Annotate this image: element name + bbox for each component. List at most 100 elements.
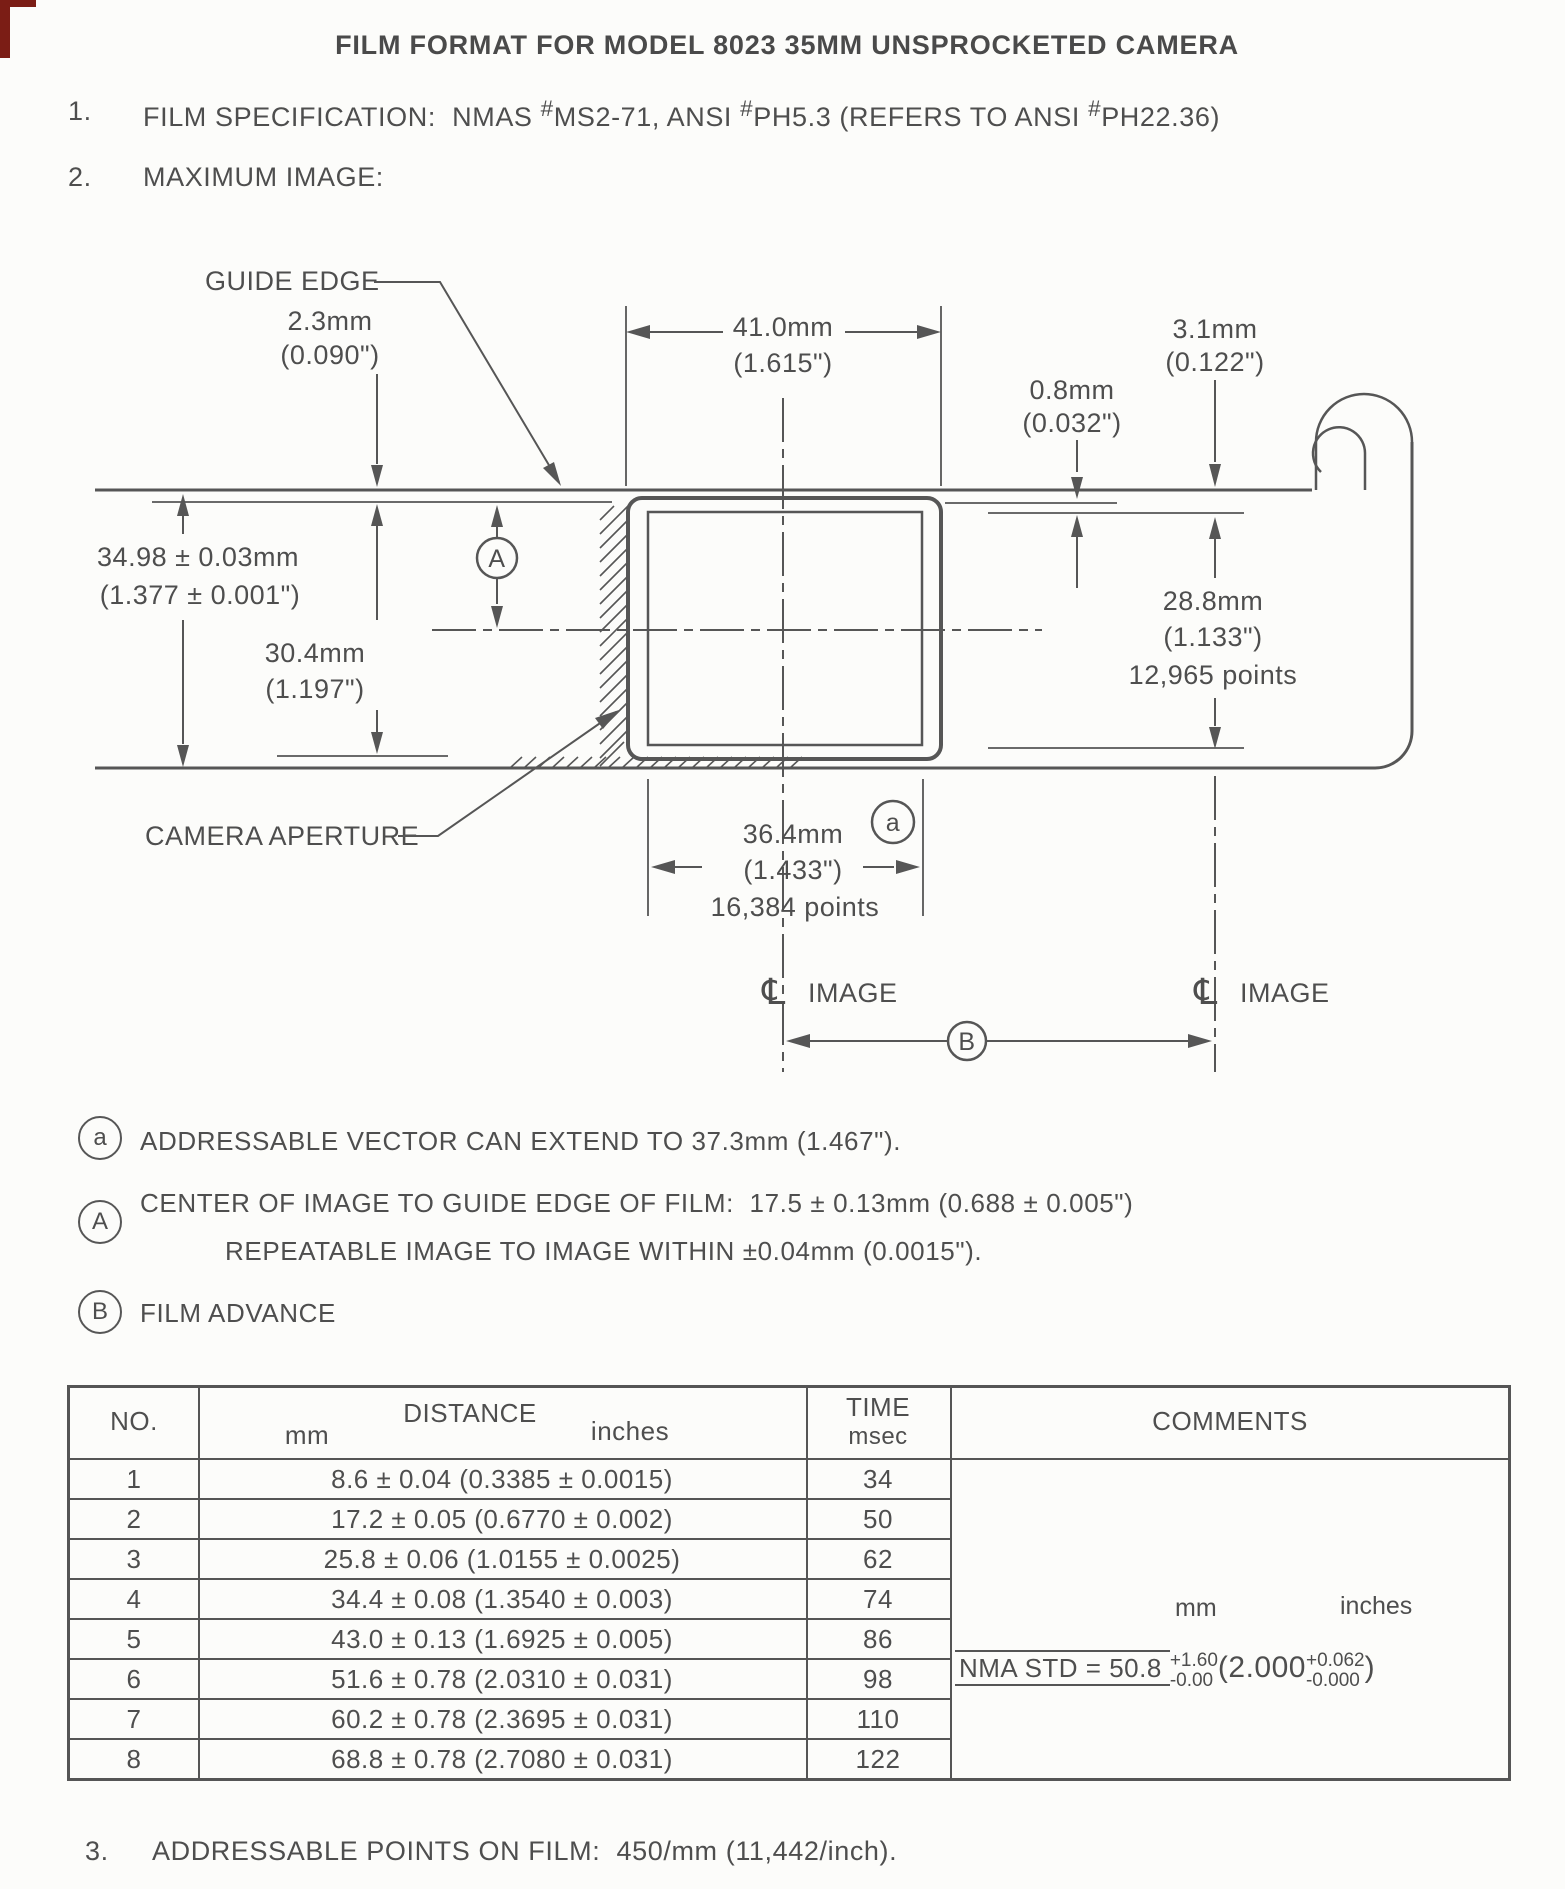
row-no: 4: [126, 1584, 142, 1614]
camera-aperture-frame: [626, 496, 943, 761]
col-header-distance: DISTANCE: [403, 1398, 537, 1428]
item-1-number: 1.: [68, 96, 92, 126]
svg-text:0.8mm: 0.8mm: [1029, 375, 1114, 405]
centerlines: [432, 398, 1216, 1072]
row-distance: 8.6 ± 0.04 (0.3385 ± 0.0015): [331, 1464, 673, 1494]
table-divider: [198, 1388, 200, 1778]
dimension-28-8mm: 28.8mm (1.133") 12,965 points: [1129, 517, 1297, 749]
svg-text:41.0mm: 41.0mm: [733, 312, 834, 342]
hash-sup: #: [740, 96, 754, 121]
scan-edge-artifact: [0, 0, 10, 58]
row-distance: 43.0 ± 0.13 (1.6925 ± 0.005): [331, 1624, 673, 1654]
camera-aperture-callout: CAMERA APERTURE: [145, 710, 619, 851]
dimension-0-8mm: 0.8mm (0.032"): [1022, 375, 1121, 588]
row-no: 5: [126, 1624, 142, 1654]
svg-text:(1.615"): (1.615"): [733, 348, 832, 378]
svg-text:a: a: [886, 809, 900, 837]
col-header-no: NO.: [110, 1406, 158, 1436]
col-header-time: TIME: [845, 1392, 911, 1422]
cl-image-right: ℄ IMAGE: [1193, 972, 1329, 1013]
svg-text:(1.133"): (1.133"): [1163, 622, 1262, 652]
row-distance: 68.8 ± 0.78 (2.7080 ± 0.031): [331, 1744, 673, 1774]
svg-text:(0.032"): (0.032"): [1022, 408, 1121, 438]
col-subheader-inches: inches: [590, 1416, 670, 1446]
comment-col-mm-label: mm: [1175, 1594, 1217, 1622]
svg-text:36.4mm: 36.4mm: [743, 819, 844, 849]
hash-sup: #: [540, 96, 554, 121]
svg-text:(1.433"): (1.433"): [743, 855, 842, 885]
svg-text:B: B: [958, 1028, 975, 1056]
row-no: 8: [126, 1744, 142, 1774]
row-no: 3: [126, 1544, 142, 1574]
dimension-3-1mm: 3.1mm (0.122"): [1165, 314, 1264, 487]
svg-text:2.3mm: 2.3mm: [287, 306, 372, 336]
nma-inches-open: (2.000: [1217, 1650, 1306, 1684]
note-ref-a: a: [78, 1116, 122, 1160]
dimension-36-4mm: 36.4mm (1.433") 16,384 points a: [651, 799, 920, 922]
hash-sup: #: [1088, 96, 1102, 121]
table-divider: [950, 1388, 952, 1778]
svg-text:(0.090"): (0.090"): [280, 340, 379, 370]
dimension-B-film-advance: B: [786, 1020, 1212, 1062]
row-time: 74: [863, 1584, 893, 1614]
cl-image-left: ℄ IMAGE: [761, 972, 897, 1013]
row-distance: 60.2 ± 0.78 (2.3695 ± 0.031): [331, 1704, 673, 1734]
note-a-text: ADDRESSABLE VECTOR CAN EXTEND TO 37.3mm …: [140, 1126, 902, 1156]
col-header-time-unit: msec: [848, 1423, 908, 1450]
row-no: 7: [126, 1704, 142, 1734]
svg-text:(1.377 ± 0.001"): (1.377 ± 0.001"): [100, 580, 301, 610]
table-row-rule: [70, 1498, 952, 1500]
nma-std-comment: NMA STD = 50.8+1.60-0.00(2.000+0.062-0.0…: [955, 1649, 1375, 1691]
row-distance: 17.2 ± 0.05 (0.6770 ± 0.002): [331, 1504, 673, 1534]
dimension-41mm: 41.0mm (1.615"): [626, 312, 941, 378]
table-row-rule: [70, 1738, 952, 1740]
col-subheader-mm: mm: [284, 1420, 330, 1450]
item-3-label: ADDRESSABLE POINTS ON FILM: 450/mm (11,4…: [152, 1836, 898, 1866]
scan-edge-artifact-top: [0, 0, 36, 7]
row-no: 2: [126, 1504, 142, 1534]
svg-text:CAMERA APERTURE: CAMERA APERTURE: [145, 821, 419, 851]
table-row-rule: [70, 1578, 952, 1580]
row-time: 34: [863, 1464, 893, 1494]
row-distance: 25.8 ± 0.06 (1.0155 ± 0.0025): [323, 1544, 681, 1574]
svg-text:28.8mm: 28.8mm: [1163, 586, 1264, 616]
table-row-rule: [70, 1618, 952, 1620]
item-1-text: FILM SPECIFICATION: NMAS #MS2-71, ANSI #…: [143, 96, 1221, 132]
note-B-text: FILM ADVANCE: [140, 1298, 336, 1328]
row-distance: 51.6 ± 0.78 (2.0310 ± 0.031): [331, 1664, 673, 1694]
dimension-34-98mm: 34.98 ± 0.03mm (1.377 ± 0.001"): [97, 494, 300, 767]
svg-text:℄: ℄: [1193, 972, 1218, 1013]
note-ref-A: A: [78, 1200, 122, 1244]
svg-text:IMAGE: IMAGE: [1240, 978, 1330, 1008]
svg-text:34.98 ± 0.03mm: 34.98 ± 0.03mm: [97, 542, 299, 572]
aperture-hatching: [509, 505, 803, 769]
table-header-rule: [70, 1458, 1508, 1460]
film-strip: [95, 392, 1414, 770]
row-no: 6: [126, 1664, 142, 1694]
row-time: 86: [863, 1624, 893, 1654]
extension-lines: [152, 306, 1244, 916]
row-time: 62: [863, 1544, 893, 1574]
nma-inches-tolerance: +0.062-0.000: [1305, 1650, 1365, 1691]
item-2-label: MAXIMUM IMAGE:: [143, 162, 384, 192]
row-time: 110: [856, 1704, 900, 1734]
row-time: 122: [855, 1744, 901, 1774]
page-title: FILM FORMAT FOR MODEL 8023 35MM UNSPROCK…: [335, 30, 1239, 60]
row-no: 1: [126, 1464, 142, 1494]
row-distance: 34.4 ± 0.08 (1.3540 ± 0.003): [331, 1584, 673, 1614]
dimension-2-3mm: 2.3mm (0.090"): [280, 306, 383, 620]
svg-text:30.4mm: 30.4mm: [265, 638, 366, 668]
item-3-number: 3.: [85, 1836, 109, 1866]
svg-text:16,384 points: 16,384 points: [711, 892, 880, 922]
svg-text:A: A: [488, 545, 505, 573]
image-frame: [646, 510, 924, 747]
col-header-comments: COMMENTS: [1152, 1406, 1308, 1436]
row-time: 98: [863, 1664, 893, 1694]
svg-text:(0.122"): (0.122"): [1165, 347, 1264, 377]
svg-text:3.1mm: 3.1mm: [1172, 314, 1257, 344]
guide-edge-callout: GUIDE EDGE: [205, 266, 561, 486]
note-ref-B: B: [78, 1290, 122, 1334]
balloon-A: A: [475, 505, 519, 628]
table-divider: [806, 1388, 808, 1778]
